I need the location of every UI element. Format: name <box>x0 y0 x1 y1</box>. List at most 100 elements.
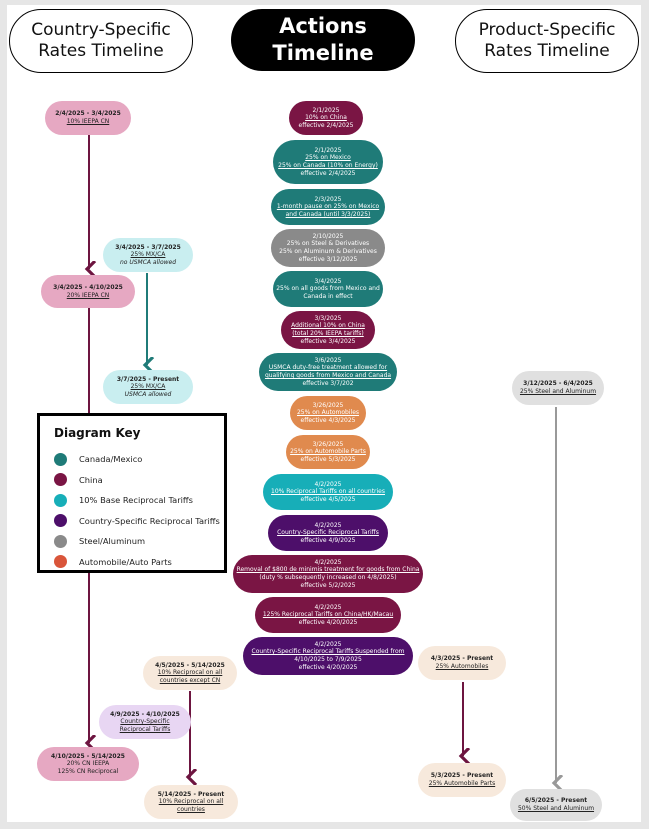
action-text: Removal of $800 de minimis treatment for… <box>236 566 420 574</box>
diagram-key: Diagram Key Canada/Mexico China 10% Base… <box>37 413 227 573</box>
action-effective: effective 3/4/2025 <box>300 337 356 345</box>
rate-text: 20% CN IEEPA <box>66 760 110 768</box>
action-text: 25% on Automobile Parts <box>290 448 366 456</box>
circle-icon <box>54 473 67 487</box>
circle-icon <box>54 514 67 528</box>
action-card[interactable]: 2/1/2025 25% on Mexico 25% on Canada (10… <box>273 140 383 184</box>
product-rate-card[interactable]: 5/3/2025 - Present 25% Automobile Parts <box>418 763 506 797</box>
action-text: 4/10/2025 to 7/9/2025 <box>294 656 362 663</box>
rate-text: 25% Automobile Parts <box>428 780 496 787</box>
action-date: 3/26/2025 <box>312 440 344 448</box>
key-item-canada-mexico: Canada/Mexico <box>54 449 224 470</box>
action-card[interactable]: 2/3/2025 1-month pause on 25% on Mexico … <box>271 189 385 225</box>
action-date: 4/2/2025 <box>314 480 342 488</box>
rate-range: 5/3/2025 - Present <box>430 772 494 780</box>
product-rates-header-line1: Product-Specific <box>478 20 616 40</box>
rate-text: no USMCA allowed <box>119 258 177 266</box>
country-rate-card[interactable]: 4/5/2025 - 5/14/2025 10% Reciprocal on a… <box>143 656 237 690</box>
action-text: USMCA duty-free treatment allowed for <box>268 364 388 372</box>
country-rates-header-line1: Country-Specific <box>31 20 171 40</box>
action-date: 4/2/2025 <box>314 521 342 529</box>
action-card[interactable]: 4/2/2025 10% Reciprocal Tariffs on all c… <box>263 474 393 510</box>
circle-icon <box>54 555 67 569</box>
action-date: 4/2/2025 <box>314 558 342 566</box>
action-text: 10% Reciprocal Tariffs on all countries <box>271 488 385 496</box>
action-text: 125% Reciprocal Tariffs on China/HK/Maca… <box>262 611 394 619</box>
action-text: Canada in effect <box>303 292 353 300</box>
action-date: 4/2/2025 <box>314 640 342 648</box>
action-date: 2/1/2025 <box>314 146 342 154</box>
action-effective: effective 4/5/2025 <box>300 495 356 503</box>
actions-header-line2: Timeline <box>272 41 374 65</box>
action-date: 3/26/2025 <box>312 401 344 409</box>
key-item-label: Canada/Mexico <box>79 454 143 465</box>
action-card[interactable]: 2/10/2025 25% on Steel & Derivatives 25%… <box>271 229 385 267</box>
action-card[interactable]: 3/26/2025 25% on Automobiles effective 4… <box>290 396 366 430</box>
product-rate-card[interactable]: 6/5/2025 - Present 50% Steel and Aluminu… <box>510 789 602 821</box>
rate-text: 20% IEEPA CN <box>66 291 110 299</box>
action-text: Country-Specific Reciprocal Tariffs <box>277 529 379 537</box>
action-date: 3/3/2025 <box>314 314 342 322</box>
rate-text: 125% CN Reciprocal <box>57 767 119 775</box>
action-date: 2/1/2025 <box>312 106 340 114</box>
action-card[interactable]: 3/26/2025 25% on Automobile Parts effect… <box>286 435 370 469</box>
action-card[interactable]: 4/2/2025 Country-Specific Reciprocal Tar… <box>243 637 413 675</box>
country-rate-card[interactable]: 5/14/2025 - Present 10% Reciprocal on al… <box>144 785 238 819</box>
key-item-base-reciprocal: 10% Base Reciprocal Tariffs <box>54 490 224 511</box>
action-effective: effective 4/9/2025 <box>300 536 356 544</box>
action-date: 3/4/2025 <box>314 277 342 285</box>
action-text: 10% on China <box>305 114 347 122</box>
key-item-label: Country-Specific Reciprocal Tariffs <box>79 515 220 526</box>
circle-icon <box>54 493 67 507</box>
rate-text: 25% Automobiles <box>435 663 489 670</box>
key-item-auto: Automobile/Auto Parts <box>54 552 224 573</box>
action-effective: effective 2/4/2025 <box>298 121 354 129</box>
action-effective: effective 3/12/2025 <box>298 255 358 263</box>
action-card[interactable]: 4/2/2025 Removal of $800 de minimis trea… <box>233 555 423 593</box>
country-rate-card[interactable]: 3/7/2025 - Present 25% MX/CA USMCA allow… <box>103 370 193 404</box>
rate-text: 25% MX/CA <box>130 251 166 259</box>
country-rate-card[interactable]: 3/4/2025 - 3/7/2025 25% MX/CA no USMCA a… <box>103 238 193 272</box>
action-text: 25% on Canada (10% on Energy) <box>278 162 378 169</box>
action-text: 25% on Automobiles <box>296 409 360 417</box>
rate-range: 3/12/2025 - 6/4/2025 <box>523 380 593 388</box>
arrows-layer <box>7 135 641 822</box>
key-item-label: China <box>79 474 103 485</box>
action-text: 25% on all goods from Mexico and <box>276 285 380 293</box>
action-card[interactable]: 3/4/2025 25% on all goods from Mexico an… <box>273 271 383 307</box>
product-rate-card[interactable]: 4/3/2025 - Present 25% Automobiles <box>418 646 506 680</box>
rate-range: 3/7/2025 - Present <box>116 375 180 383</box>
action-text: (total 20% IEEPA tariffs) <box>292 330 364 337</box>
product-rate-card[interactable]: 3/12/2025 - 6/4/2025 25% Steel and Alumi… <box>512 371 604 405</box>
rate-text: Reciprocal Tariffs <box>119 725 171 733</box>
country-rate-card[interactable]: 4/10/2025 - 5/14/2025 20% CN IEEPA 125% … <box>37 747 139 781</box>
rate-range: 6/5/2025 - Present <box>524 797 588 805</box>
action-text: 25% on Mexico <box>305 154 351 162</box>
action-card[interactable]: 4/2/2025 125% Reciprocal Tariffs on Chin… <box>255 597 401 633</box>
country-rate-card[interactable]: 3/4/2025 - 4/10/2025 20% IEEPA CN <box>41 275 135 308</box>
country-rates-header-line2: Rates Timeline <box>38 41 164 61</box>
action-text: Additional 10% on China <box>291 322 365 330</box>
action-card[interactable]: 3/3/2025 Additional 10% on China (total … <box>281 311 375 349</box>
rate-text: 10% Reciprocal on all <box>157 669 223 677</box>
country-rate-card[interactable]: 2/4/2025 - 3/4/2025 10% IEEPA CN <box>45 101 131 135</box>
circle-icon <box>54 452 67 466</box>
key-item-china: China <box>54 470 224 491</box>
action-text: Country-Specific Reciprocal Tariffs Susp… <box>251 648 405 656</box>
action-card[interactable]: 3/6/2025 USMCA duty-free treatment allow… <box>259 353 397 391</box>
action-card[interactable]: 4/2/2025 Country-Specific Reciprocal Tar… <box>268 515 388 551</box>
action-text: 25% on Steel & Derivatives <box>286 240 370 248</box>
diagram-key-title: Diagram Key <box>54 426 141 440</box>
action-text: 25% on Aluminum & Derivatives <box>279 248 377 255</box>
action-effective: effective 5/3/2025 <box>300 455 356 463</box>
action-effective: effective 2/4/2025 <box>300 169 356 177</box>
country-rate-card[interactable]: 4/9/2025 - 4/10/2025 Country-Specific Re… <box>99 705 191 739</box>
action-date: 2/3/2025 <box>314 195 342 203</box>
rate-text: USMCA allowed <box>124 390 172 398</box>
action-card[interactable]: 2/1/2025 10% on China effective 2/4/2025 <box>289 101 363 135</box>
rate-text: countries except CN <box>159 676 221 684</box>
action-text: (duty % subsequently increased on 4/8/20… <box>259 574 397 581</box>
rate-range: 4/10/2025 - 5/14/2025 <box>51 752 125 760</box>
